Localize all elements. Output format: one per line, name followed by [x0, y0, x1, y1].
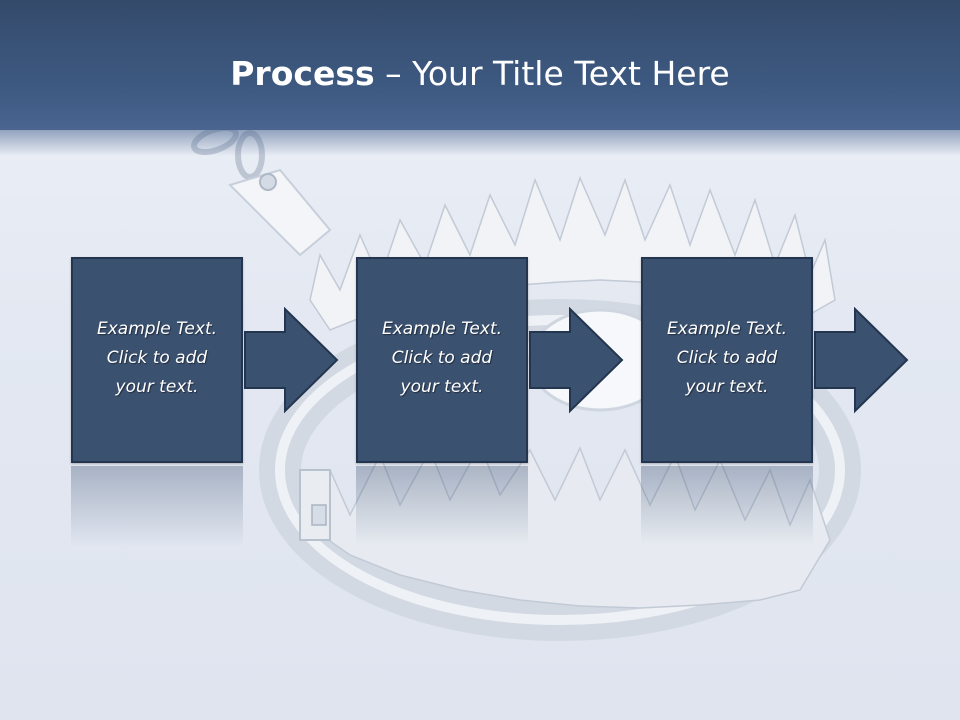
title-rest-text: – Your Title Text Here — [374, 54, 730, 93]
title-bar: Process – Your Title Text Here — [0, 0, 960, 156]
process-step-2-text: Example Text. Click to add your text. — [381, 319, 503, 397]
process-step-2-box[interactable]: Example Text. Click to add your text. — [356, 257, 528, 463]
right-arrow-icon — [244, 307, 339, 414]
process-step-3-box[interactable]: Example Text. Click to add your text. — [641, 257, 813, 463]
process-step-3-reflection — [641, 466, 813, 546]
process-step-2-reflection — [356, 466, 528, 546]
process-step-1-reflection — [71, 466, 243, 546]
right-arrow-icon — [814, 307, 909, 414]
right-arrow-icon — [529, 307, 624, 414]
process-step-3-text: Example Text. Click to add your text. — [666, 319, 788, 397]
slide-title[interactable]: Process – Your Title Text Here — [0, 52, 960, 96]
process-step-1-text: Example Text. Click to add your text. — [96, 319, 218, 397]
process-step-1-box[interactable]: Example Text. Click to add your text. — [71, 257, 243, 463]
title-bold-text: Process — [230, 54, 375, 93]
